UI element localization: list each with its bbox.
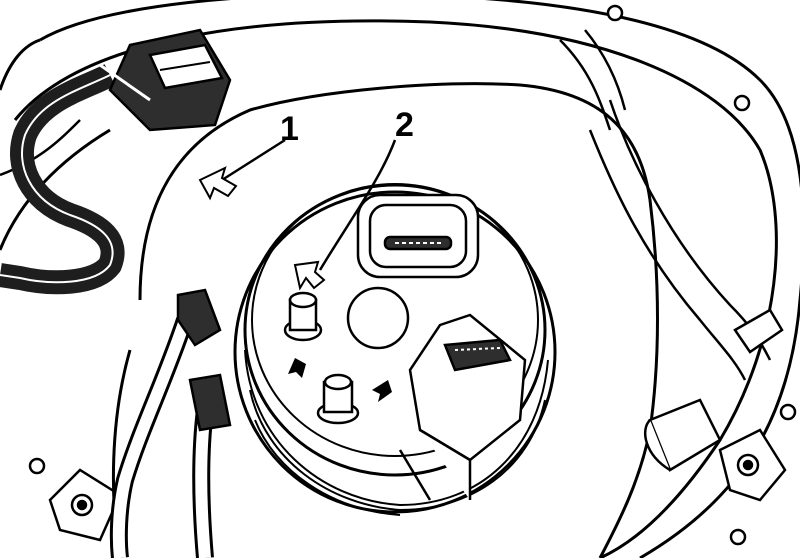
arrow-icon bbox=[372, 380, 392, 402]
rim-bolt-holes bbox=[28, 4, 797, 546]
right-pipe-clamp bbox=[643, 308, 784, 472]
lower-nipple bbox=[316, 373, 360, 425]
callout-label-2: 2 bbox=[395, 106, 414, 144]
callout-label-1: 1 bbox=[280, 110, 299, 148]
mount-plate-left bbox=[48, 468, 122, 542]
flow-arrows bbox=[288, 358, 392, 402]
harness-connector bbox=[0, 28, 232, 295]
rim-hole bbox=[729, 528, 747, 546]
rim-hole bbox=[28, 457, 46, 475]
callout-1-pointer bbox=[198, 138, 286, 201]
rim-hole bbox=[606, 4, 624, 22]
mount-plate-right bbox=[718, 428, 787, 502]
rim-hole bbox=[779, 403, 797, 421]
callout-2-pointer bbox=[293, 139, 397, 291]
rim-hole bbox=[733, 94, 751, 112]
electrical-socket bbox=[356, 193, 480, 279]
side-housing bbox=[398, 313, 527, 501]
center-dome bbox=[346, 286, 410, 350]
fuel-hoses bbox=[109, 288, 232, 558]
upper-nipple bbox=[283, 291, 323, 342]
arrow-icon bbox=[288, 358, 306, 378]
